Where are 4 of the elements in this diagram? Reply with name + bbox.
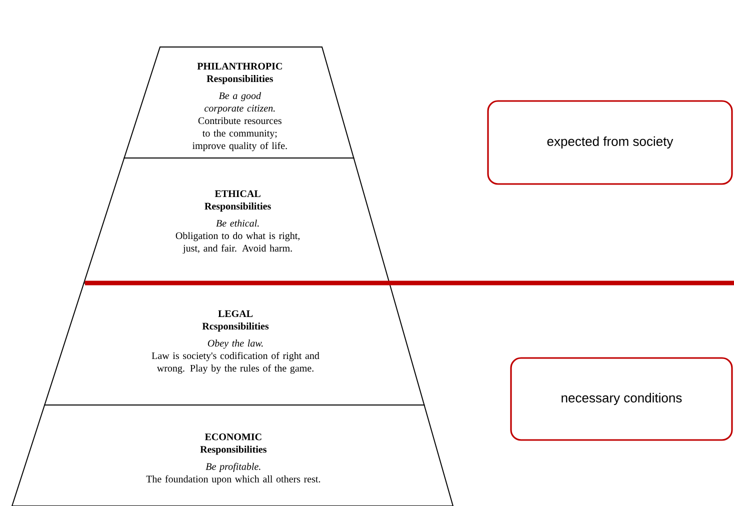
pyramid-band: PHILANTHROPIC Responsibilities Be a good corporate citizen. Contribute resources to the community; improve quality of life. <box>124 46 354 158</box>
note-box: necessary conditions <box>510 357 733 441</box>
note-box: expected from society <box>487 100 733 185</box>
pyramid-band: ETHICAL Responsibilities Be ethical. Obligation to do what is right, just, and fair. Avoid harm. <box>83 158 390 284</box>
